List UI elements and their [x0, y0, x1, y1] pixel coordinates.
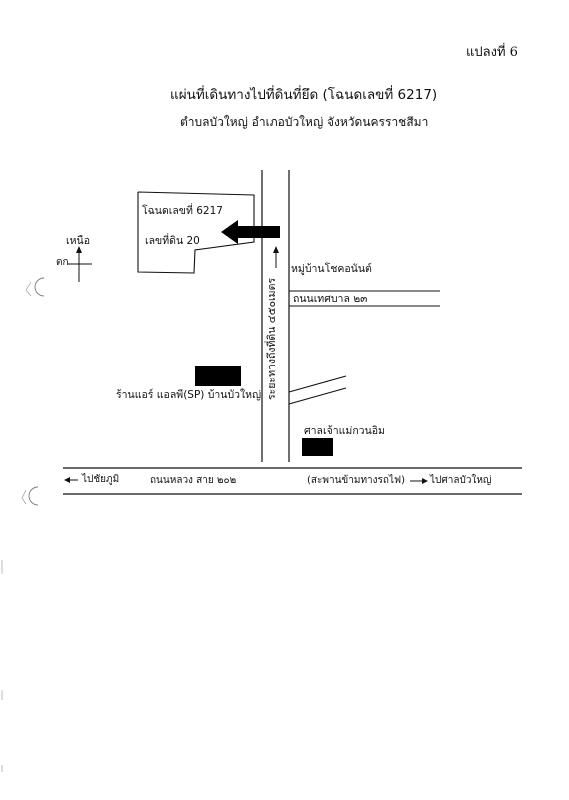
to-west-label: ไปชัยภูมิ	[82, 474, 120, 485]
page-title: แผ่นที่เดินทางไปที่ดินที่ยึด (โฉนดเลขที่…	[170, 87, 438, 103]
direction-arrow-icon	[221, 220, 280, 244]
bridge-label: (สะพานข้ามทางรถไฟ)	[307, 475, 405, 486]
distance-label: ระยะทางถึงที่ดิน ๔๕๐เมตร	[266, 277, 278, 400]
shop-label: ร้านแอร์ แอลพี(SP) บ้านบัวใหญ่	[116, 389, 262, 401]
west-label: ตก	[56, 257, 69, 268]
shop-redaction	[195, 366, 241, 386]
west-arrow-icon	[64, 477, 78, 483]
deed-label: โฉนดเลขที่ 6217	[142, 205, 223, 217]
to-east-label: ไปศาลบัวใหญ่	[430, 475, 492, 486]
page-annotation: แปลงที่ 6	[466, 45, 518, 60]
parcel-boundary	[137, 191, 255, 274]
page-subtitle: ตำบลบัวใหญ่ อำเภอบัวใหญ่ จังหวัดนครราชสี…	[180, 115, 429, 129]
side-road-upper	[288, 375, 347, 393]
north-label: เหนือ	[66, 235, 90, 247]
up-arrow-icon	[273, 246, 279, 268]
village-label: หมู่บ้านโชคอนันต์	[291, 263, 372, 275]
east-arrow-icon	[410, 478, 428, 484]
municipal-road-label: ถนนเทศบาล ๒๓	[293, 293, 368, 305]
plot-label: เลขที่ดิน 20	[145, 235, 200, 247]
punch-hole-icon	[21, 486, 39, 506]
shrine-label: ศาลเจ้าแม่กวนอิม	[304, 425, 385, 437]
punch-hole-icon	[25, 277, 45, 297]
side-road-lower	[288, 387, 347, 405]
highway-label: ถนนหลวง สาย ๒๐๒	[150, 475, 237, 486]
shrine-redaction	[302, 438, 333, 456]
compass-cross-icon	[68, 246, 92, 282]
